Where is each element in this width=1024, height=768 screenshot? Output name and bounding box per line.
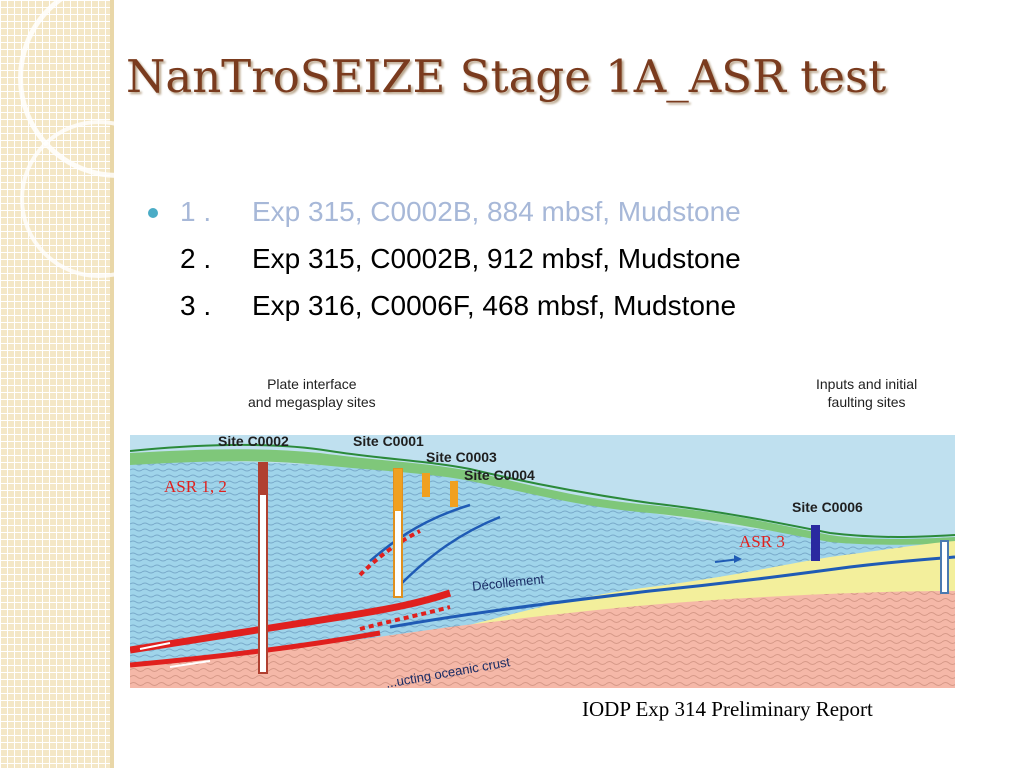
splay-fault-lower bbox=[399, 515, 501, 586]
list-item: 3 . Exp 316, C0006F, 468 mbsf, Mudstone bbox=[148, 290, 741, 337]
inputs-header: Inputs and initial faulting sites bbox=[816, 375, 917, 411]
list-item-text: Exp 315, C0002B, 912 mbsf, Mudstone bbox=[252, 243, 741, 274]
thrust-arrowhead-icon bbox=[734, 555, 742, 563]
source-caption: IODP Exp 314 Preliminary Report bbox=[582, 697, 873, 721]
list-item: 2 . Exp 315, C0002B, 912 mbsf, Mudstone bbox=[148, 243, 741, 290]
megasplay-fault-dashed bbox=[358, 529, 421, 577]
header-line: Inputs and initial bbox=[816, 376, 918, 392]
asr-1-2-label: ASR 1, 2 bbox=[164, 477, 227, 496]
decorative-ring-bottom bbox=[20, 120, 178, 278]
decollement-line bbox=[389, 555, 955, 629]
plate-interface-line bbox=[130, 589, 452, 654]
header-line: Plate interface bbox=[267, 376, 357, 392]
site-label-c0003: Site C0003 bbox=[426, 449, 497, 465]
list-item-number: 2 . bbox=[180, 243, 212, 274]
list-item-number: 1 . bbox=[180, 196, 212, 227]
borehole-c0006 bbox=[811, 525, 820, 561]
list-item-text: Exp 316, C0006F, 468 mbsf, Mudstone bbox=[252, 290, 737, 321]
list-item: 1 . Exp 315, C0002B, 884 mbsf, Mudstone bbox=[148, 196, 741, 243]
basement-reflectors bbox=[130, 591, 955, 688]
slide-title: NanTroSEIZE Stage 1A_ASR test bbox=[126, 50, 887, 103]
plate-interface-dashed bbox=[359, 605, 451, 631]
decorative-strip-edge bbox=[110, 0, 114, 768]
header-line: faulting sites bbox=[827, 394, 906, 410]
asr-3-label: ASR 3 bbox=[739, 532, 785, 551]
splay-fault-upper bbox=[369, 503, 471, 562]
site-label-c0004: Site C0004 bbox=[464, 467, 535, 483]
slope-sediment-layer bbox=[130, 449, 955, 545]
borehole-c0002-cored bbox=[259, 463, 267, 495]
section-top-margin bbox=[130, 427, 955, 435]
sample-list: 1 . Exp 315, C0002B, 884 mbsf, Mudstone … bbox=[148, 196, 741, 337]
borehole-input-site bbox=[940, 540, 949, 594]
seismic-cross-section-figure: Plate interface and megasplay sites Inpu… bbox=[130, 365, 955, 688]
bullet-icon bbox=[148, 208, 158, 218]
cross-section-drawing bbox=[130, 427, 955, 688]
borehole-c0003 bbox=[422, 473, 430, 497]
site-label-c0001: Site C0001 bbox=[353, 433, 424, 449]
borehole-c0001-cored bbox=[394, 469, 402, 511]
list-item-text: Exp 315, C0002B, 884 mbsf, Mudstone bbox=[252, 196, 741, 227]
header-line: and megasplay sites bbox=[248, 394, 376, 410]
site-label-c0006: Site C0006 bbox=[792, 499, 863, 515]
list-item-number: 3 . bbox=[180, 290, 212, 321]
plate-interface-header: Plate interface and megasplay sites bbox=[248, 375, 376, 411]
seafloor-line bbox=[130, 443, 955, 538]
site-label-c0002: Site C0002 bbox=[218, 433, 289, 449]
subduction-arrow-icon bbox=[169, 660, 211, 668]
subduction-arrow-icon bbox=[139, 642, 171, 650]
borehole-c0004 bbox=[450, 481, 458, 507]
